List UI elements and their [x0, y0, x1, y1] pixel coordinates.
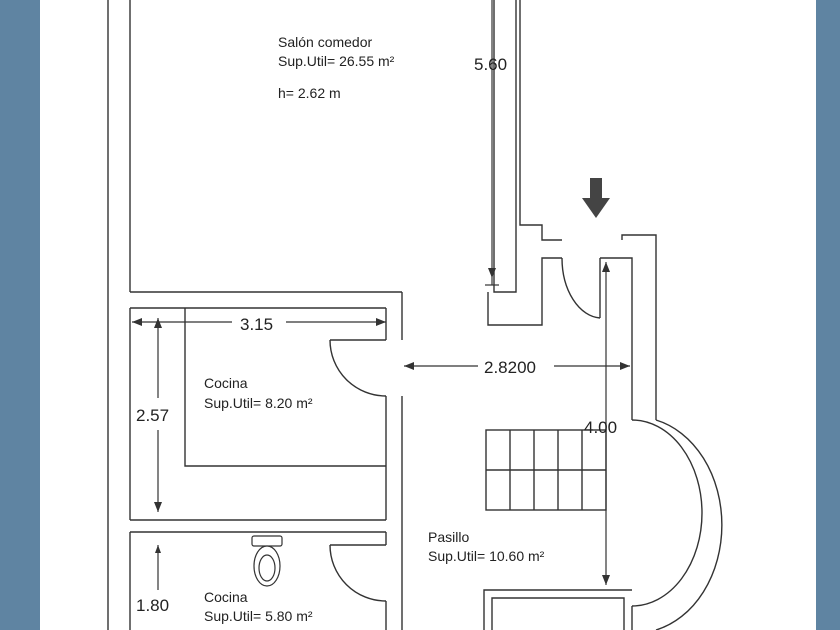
- down-arrow-icon: [582, 178, 610, 218]
- kitchen1-counter: [184, 308, 386, 467]
- bay-inner: [631, 419, 703, 607]
- dim-arrow: [155, 545, 161, 553]
- dimension-labels: 5.60 3.15 2.57 2.8200 4.00 1.80: [136, 55, 617, 615]
- room-name-salon: Salón comedor: [278, 34, 373, 50]
- dim-arrow: [602, 262, 610, 272]
- room-labels: Salón comedor Sup.Util= 26.55 m² h= 2.62…: [204, 34, 545, 624]
- dim-arrow: [154, 502, 162, 512]
- kitchen1-door-swing: [329, 339, 387, 397]
- outer-wall-east: [621, 234, 657, 420]
- entry-door-swing: [561, 257, 601, 319]
- dim-label-kitchen-height: 2.57: [136, 406, 169, 425]
- dim-arrow: [404, 362, 414, 370]
- dim-label-kitchen-width: 3.15: [240, 315, 273, 334]
- room-area-pasillo: Sup.Util= 10.60 m²: [428, 548, 545, 564]
- room-area-cocina-1: Sup.Util= 8.20 m²: [204, 395, 313, 411]
- dim-label-bath-height: 1.80: [136, 596, 169, 615]
- toilet-icon: [251, 535, 283, 587]
- entry-wall-west: [487, 257, 562, 326]
- entry-wall-upper: [519, 0, 562, 241]
- dim-arrow: [602, 575, 610, 585]
- bath-door-swing: [329, 544, 387, 602]
- bay-outer: [655, 419, 723, 630]
- room-name-cocina-2: Cocina: [204, 589, 248, 605]
- room-area-cocina-2: Sup.Util= 5.80 m²: [204, 608, 313, 624]
- dim-arrow: [376, 318, 386, 326]
- lower-room-wall-inner: [491, 597, 625, 630]
- dim-arrow: [620, 362, 630, 370]
- dimension-arrows: [132, 262, 630, 585]
- room-name-pasillo: Pasillo: [428, 529, 469, 545]
- dim-arrow: [132, 318, 142, 326]
- walls: [107, 0, 723, 630]
- inner-wall-east: [600, 257, 633, 420]
- plan-paper: [40, 0, 816, 630]
- room-height-salon: h= 2.62 m: [278, 85, 341, 101]
- dim-label-corridor-width: 2.8200: [484, 358, 536, 377]
- room-name-cocina-1: Cocina: [204, 375, 248, 391]
- lower-room-wall-outer: [483, 589, 632, 630]
- dim-arrow: [488, 268, 496, 278]
- dim-arrow: [154, 318, 162, 328]
- dim-label-corridor-height: 4.00: [584, 418, 617, 437]
- salon-east-wall: [493, 0, 517, 293]
- dim-label-salon-height: 5.60: [474, 55, 507, 74]
- room-area-salon: Sup.Util= 26.55 m²: [278, 53, 395, 69]
